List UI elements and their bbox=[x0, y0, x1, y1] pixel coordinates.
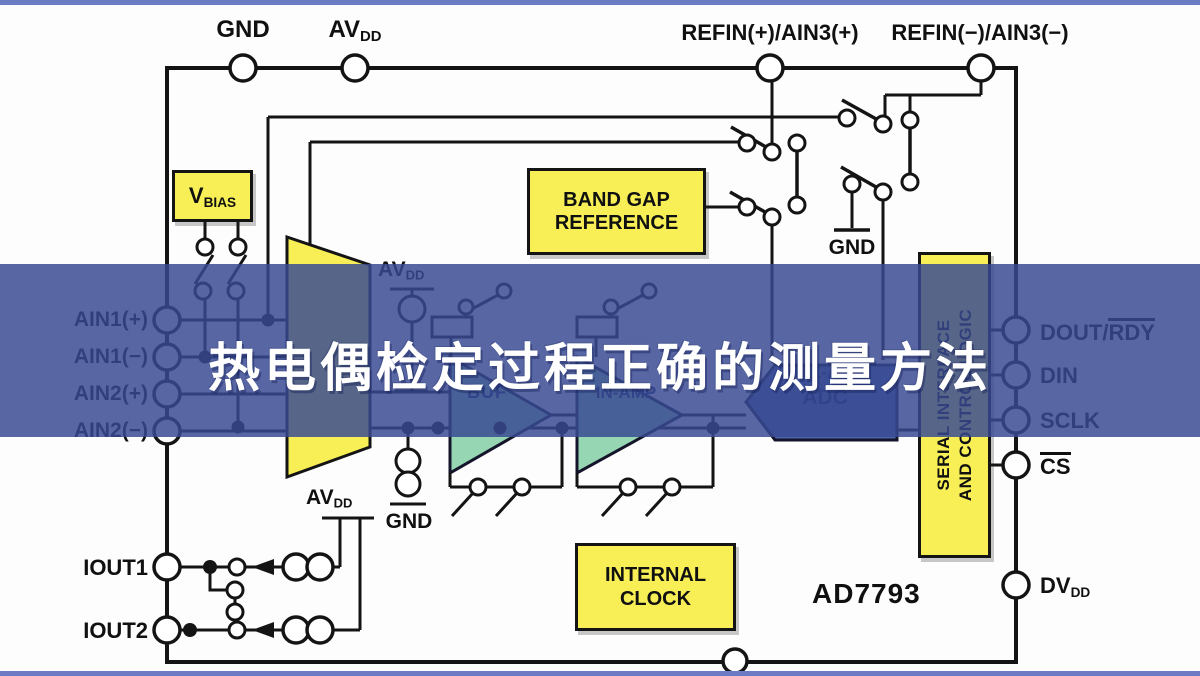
chip-frame bbox=[165, 66, 1018, 664]
bias-source-circle bbox=[394, 470, 422, 498]
pin-label-iout1: IOUT1 bbox=[83, 555, 148, 580]
pin-refin-minus bbox=[966, 53, 996, 83]
vbias-sub: BIAS bbox=[203, 194, 237, 210]
chip-name: AD7793 bbox=[812, 578, 921, 609]
iout1-arrow bbox=[252, 559, 274, 575]
bottom-border-strip bbox=[0, 671, 1200, 676]
gnd-internal-mid-label: GND bbox=[385, 510, 433, 533]
bandgap-block: BAND GAP REFERENCE bbox=[527, 168, 706, 255]
iout-contacts bbox=[225, 557, 247, 640]
pin-gnd-top bbox=[228, 53, 258, 83]
overlay-banner bbox=[0, 264, 1200, 437]
gnd-internal-top-label: GND bbox=[828, 236, 876, 259]
pin-avdd-top bbox=[340, 53, 370, 83]
bandgap-line1: BAND GAP bbox=[563, 188, 670, 211]
overlay-banner-text: 热电偶检定过程正确的测量方法 bbox=[207, 339, 992, 399]
switch-contacts bbox=[737, 108, 920, 227]
pin-iout1 bbox=[152, 552, 182, 582]
bandgap-line2: REFERENCE bbox=[554, 211, 679, 234]
iout-wires bbox=[180, 516, 374, 632]
vbias-label: V bbox=[188, 182, 204, 208]
pin-label-gnd-top: GND bbox=[216, 16, 270, 43]
pin-label-iout2: IOUT2 bbox=[83, 618, 148, 643]
iout2-arrow bbox=[252, 622, 274, 638]
pin-cs bbox=[1001, 450, 1031, 480]
pin-label-refin-minus: REFIN(−)/AIN3(−) bbox=[891, 20, 1069, 45]
vbias-block: VBIAS bbox=[172, 170, 253, 222]
top-border-strip bbox=[0, 0, 1200, 5]
internal-clock-block: INTERNAL CLOCK bbox=[575, 543, 736, 631]
pin-label-dvdd: DVDD bbox=[1040, 573, 1091, 600]
chop-bottom-wires bbox=[448, 428, 715, 518]
chop-bottom-contacts bbox=[468, 477, 682, 497]
pin-iout2 bbox=[152, 615, 182, 645]
pin-label-avdd-top: AVDD bbox=[328, 16, 382, 46]
pin-refin-plus bbox=[755, 53, 785, 83]
pin-dvdd bbox=[1001, 570, 1031, 600]
pin-label-cs: CS bbox=[1040, 452, 1071, 479]
clock-line2: CLOCK bbox=[619, 588, 692, 610]
clock-line1: INTERNAL bbox=[604, 564, 707, 586]
bias-source-circle bbox=[394, 447, 422, 475]
avdd-internal-iout-label: AVDD bbox=[306, 486, 353, 511]
iout-sources bbox=[281, 552, 335, 645]
pin-label-refin-plus: REFIN(+)/AIN3(+) bbox=[681, 20, 859, 45]
pin-bottom bbox=[721, 647, 749, 675]
